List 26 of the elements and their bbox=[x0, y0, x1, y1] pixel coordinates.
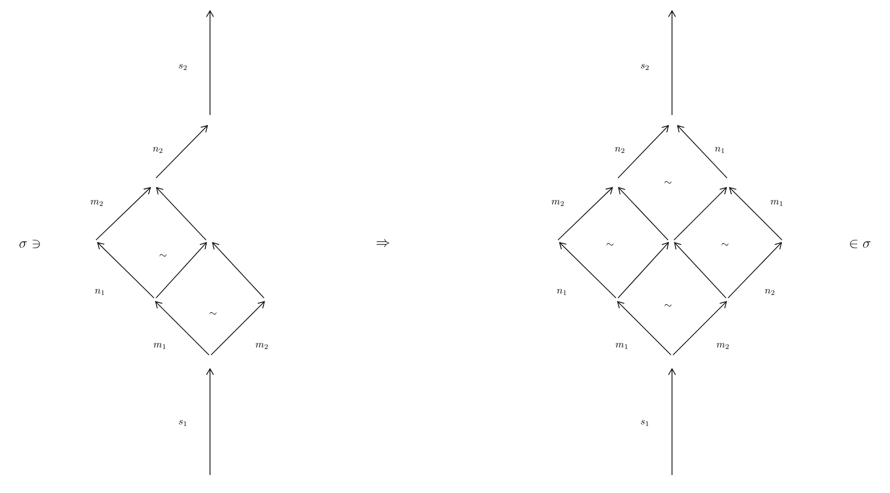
arrow-label: $m_1$ bbox=[616, 342, 628, 349]
equivalence-sign: $\sim$ bbox=[664, 304, 672, 306]
implication-sign: $\Rightarrow$ bbox=[376, 239, 390, 247]
equivalence-sign: $\sim$ bbox=[664, 181, 672, 184]
arrow-label: $m_2$ bbox=[716, 342, 729, 349]
arrow-label: $m_1$ bbox=[770, 200, 782, 206]
arrow-label: $n_2$ bbox=[153, 146, 162, 153]
arrow-label: $n_1$ bbox=[557, 288, 566, 295]
arrow-label: $m_2$ bbox=[256, 342, 268, 349]
membership-sign: $\in \sigma$ bbox=[850, 240, 871, 248]
arrow-label: $n_1$ bbox=[95, 288, 104, 295]
equivalence-sign: $\sim$ bbox=[160, 254, 166, 256]
arrow-label: $m_1$ bbox=[154, 342, 166, 349]
arrow-label: $m_2$ bbox=[552, 200, 564, 206]
arrow-label: $n_1$ bbox=[715, 146, 724, 153]
arrow-label: $s_2$ bbox=[640, 64, 649, 70]
arrow-label: $n_2$ bbox=[765, 288, 774, 295]
equivalence-sign: $\sim$ bbox=[722, 243, 728, 246]
arrow-label: $s_1$ bbox=[640, 420, 648, 426]
equivalence-sign: $\sim$ bbox=[210, 312, 216, 314]
membership-sign: $\sigma \ni$ bbox=[20, 240, 40, 248]
arrow-label: $s_1$ bbox=[178, 420, 186, 426]
arrow-label: $m_2$ bbox=[90, 200, 103, 206]
equivalence-sign: $\sim$ bbox=[606, 243, 614, 246]
arrow-label: $n_2$ bbox=[615, 146, 624, 153]
arrow-label: $s_2$ bbox=[178, 64, 187, 70]
